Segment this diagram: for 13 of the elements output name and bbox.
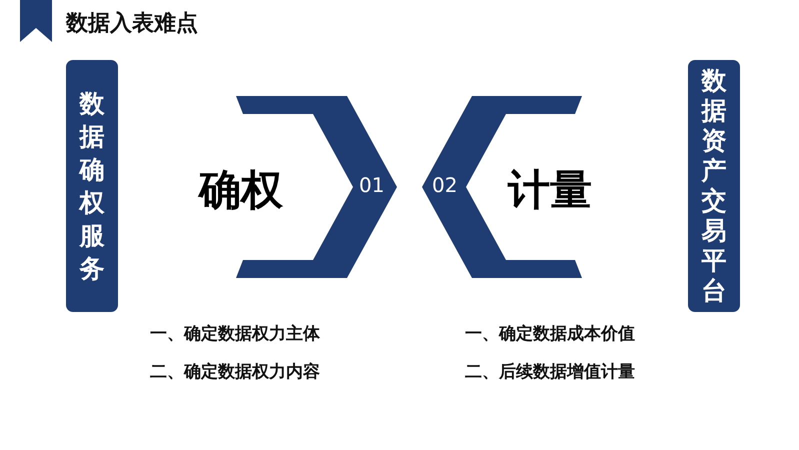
slide-title: 数据入表难点	[66, 10, 198, 38]
vertical-banner	[66, 60, 118, 312]
point-text: 一、确定数据成本价值	[465, 323, 635, 345]
banner-text: 数据确权服务	[78, 88, 106, 285]
point-text: 二、后续数据增值计量	[465, 361, 635, 383]
heading-text: 计量	[508, 164, 592, 216]
banner-text: 数据资产交易平台	[700, 66, 728, 306]
point-text: 二、确定数据权力内容	[150, 361, 320, 383]
step-number: 02	[432, 173, 458, 197]
vertical-banner	[688, 60, 740, 312]
point-text: 一、确定数据权力主体	[150, 323, 320, 345]
heading-text: 确权	[199, 164, 283, 216]
step-number: 01	[359, 173, 384, 197]
